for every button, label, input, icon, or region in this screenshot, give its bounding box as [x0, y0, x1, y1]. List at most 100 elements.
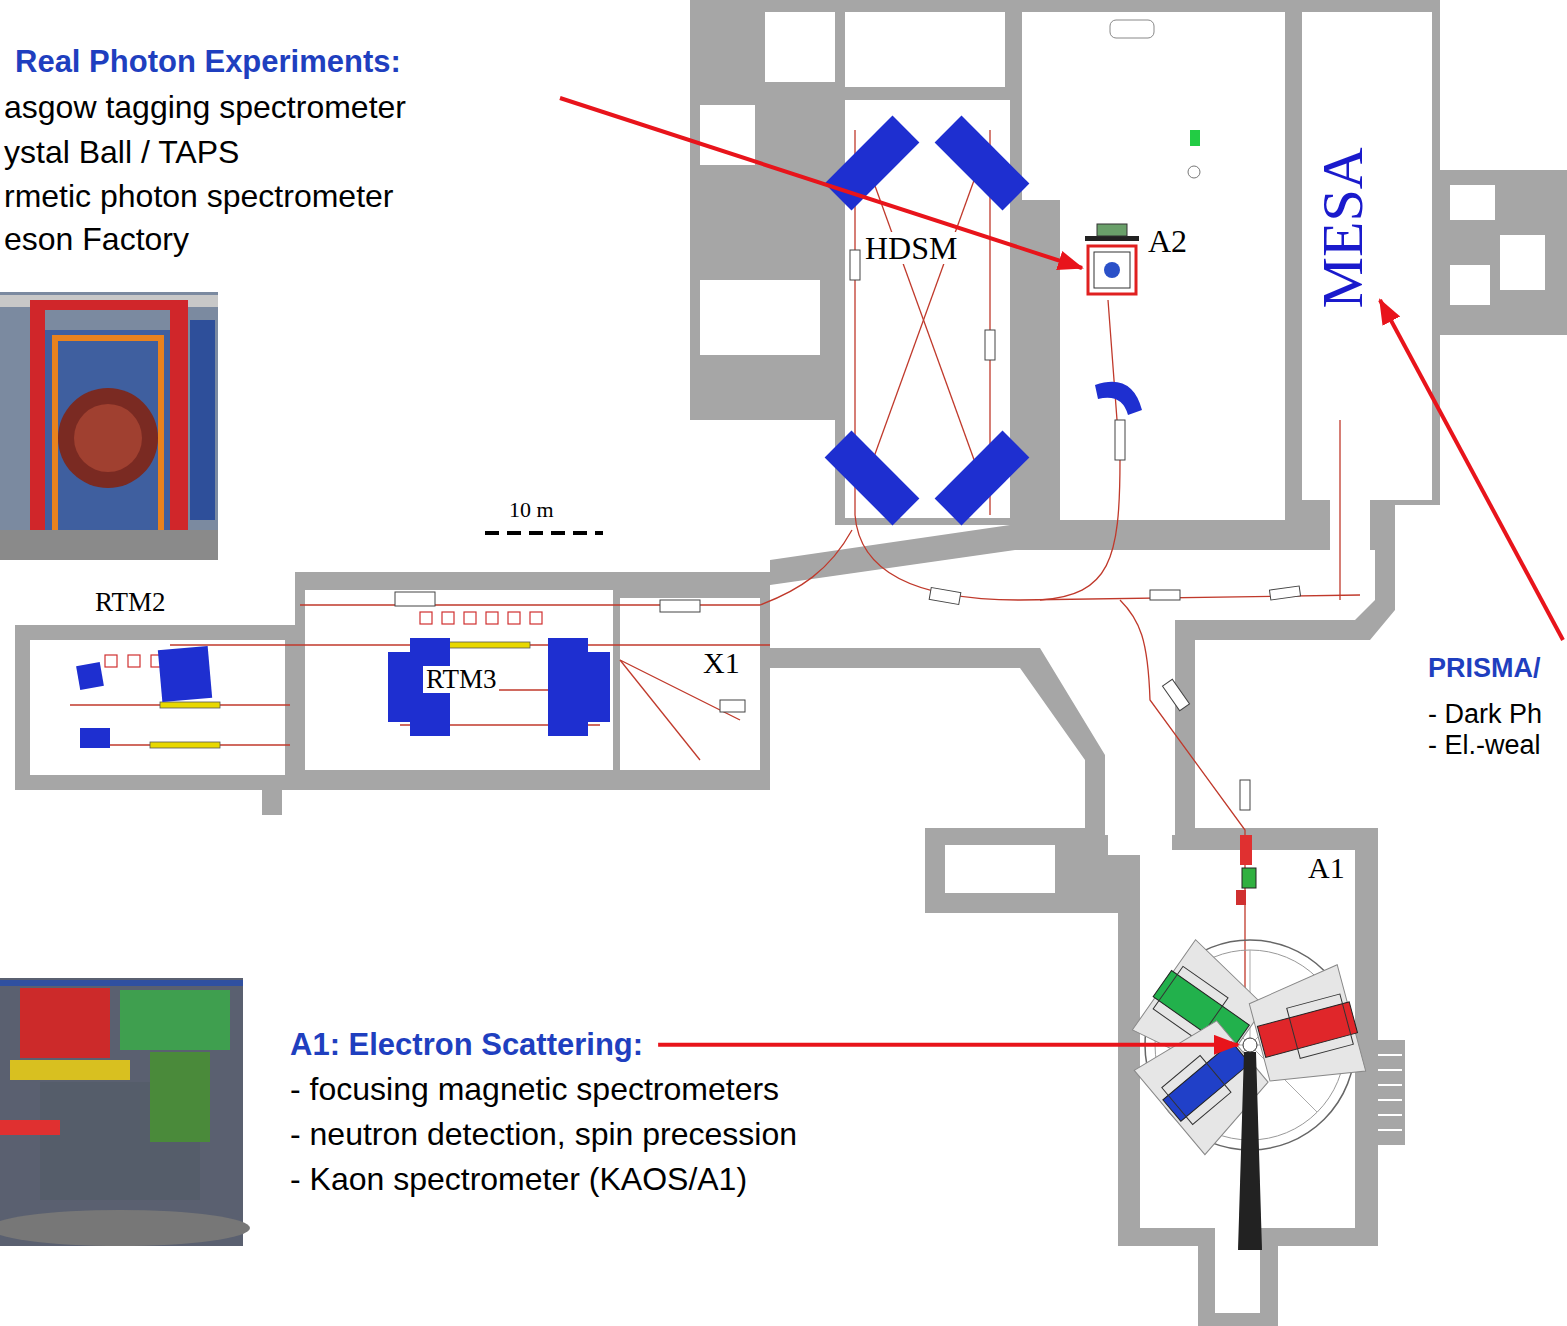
plan-shape	[120, 990, 230, 1050]
hall-label: MESA	[1314, 147, 1372, 308]
list-item: ystal Ball / TAPS	[4, 134, 239, 171]
plan-shape	[485, 531, 603, 535]
inner-wall	[1022, 200, 1060, 520]
section-heading: A1: Electron Scattering:	[290, 1027, 643, 1063]
plan-shape	[262, 790, 282, 815]
plan-shape	[1085, 236, 1139, 241]
plan-shape	[420, 612, 432, 624]
plan-shape	[1108, 815, 1172, 855]
plan-shape	[1240, 780, 1250, 810]
plan-shape	[1150, 590, 1180, 600]
plan-shape	[935, 431, 1030, 526]
plan-shape	[925, 828, 1125, 913]
plan-shape	[0, 1210, 250, 1246]
plan-shape	[1257, 1002, 1357, 1057]
plan-shape	[0, 1120, 60, 1135]
plan-shape	[74, 404, 142, 472]
plan-shape	[1104, 262, 1120, 278]
plan-shape	[720, 700, 745, 712]
callout-arrows	[560, 98, 1563, 1045]
plan-shape	[76, 662, 104, 690]
plan-shape	[1302, 12, 1432, 500]
plan-shape	[1236, 890, 1246, 905]
plan-shape	[1163, 1042, 1250, 1121]
plan-shape	[305, 590, 613, 770]
plan-shape	[150, 742, 220, 748]
plan-shape	[1097, 224, 1127, 236]
hall-label: A2	[1145, 225, 1190, 257]
plan-shape	[300, 530, 852, 605]
plan-shape	[0, 978, 243, 1246]
plan-shape	[1040, 300, 1120, 600]
plan-shape	[1378, 1054, 1402, 1056]
plan-shape	[1094, 252, 1130, 288]
plan-shape	[945, 845, 1055, 893]
plan-shape	[1162, 1056, 1231, 1125]
plan-shape	[10, 1060, 130, 1080]
plan-shape	[30, 300, 45, 550]
linac-sections	[150, 642, 530, 748]
plan-shape	[1245, 964, 1367, 1095]
plan-shape	[20, 988, 110, 1058]
list-item: - neutron detection, spin precession	[290, 1116, 797, 1153]
plan-shape	[486, 612, 498, 624]
plan-shape	[1378, 1099, 1402, 1101]
room-label: X1	[700, 648, 743, 678]
list-item: - Dark Ph	[1428, 699, 1542, 730]
plan-shape	[160, 702, 220, 708]
plan-shape	[45, 330, 170, 540]
plan-shape	[464, 612, 476, 624]
a1-setup	[1131, 835, 1368, 1250]
plan-shape	[1269, 586, 1300, 600]
plan-shape	[80, 728, 110, 748]
plan-shape	[770, 525, 1395, 835]
list-item: asgow tagging spectrometer	[4, 89, 406, 126]
plan-shape	[850, 250, 860, 280]
plan-shape	[700, 280, 820, 355]
plan-shape	[1022, 12, 1285, 520]
section-heading: Real Photon Experiments:	[15, 44, 401, 80]
scale-label: 10 m	[506, 499, 557, 521]
plan-shape	[548, 638, 588, 736]
plan-shape	[1238, 1052, 1262, 1250]
plan-shape	[508, 612, 520, 624]
list-item: eson Factory	[4, 221, 189, 258]
room-label: RTM3	[423, 666, 499, 693]
plan-shape	[658, 1043, 1238, 1047]
room-label: RTM2	[92, 589, 168, 616]
plan-shape	[1378, 1114, 1402, 1116]
plan-shape	[58, 388, 158, 488]
plan-shape	[1240, 835, 1252, 865]
plan-shape	[845, 12, 1005, 87]
plan-shape	[935, 116, 1030, 211]
a2-setup	[1085, 20, 1200, 294]
plan-shape	[1375, 1040, 1405, 1145]
plan-shape	[30, 300, 188, 310]
plan-shape	[388, 652, 410, 722]
plan-shape	[1095, 382, 1142, 415]
plan-shape	[560, 98, 1082, 268]
plan-shape	[1450, 185, 1495, 220]
plan-shape	[150, 1052, 210, 1142]
list-item: - focusing magnetic spectrometers	[290, 1071, 779, 1108]
plan-shape	[1190, 130, 1200, 146]
plan-shape	[0, 292, 218, 560]
plan-shape	[530, 612, 542, 624]
plan-shape	[30, 640, 285, 775]
plan-shape	[442, 612, 454, 624]
plan-shape	[1339, 420, 1340, 600]
plan-shape	[0, 980, 243, 986]
plan-shape	[1088, 246, 1136, 294]
plan-shape	[929, 587, 961, 604]
plan-shape	[985, 330, 995, 360]
plan-shape	[825, 431, 920, 526]
photo-a1	[0, 978, 250, 1246]
plan-shape	[1380, 300, 1563, 640]
beam-lines	[70, 130, 1360, 1030]
list-item: - El.-weal	[1428, 730, 1541, 761]
plan-shape	[170, 300, 188, 550]
hall-label: HDSM	[862, 232, 960, 264]
plan-shape	[690, 0, 1567, 560]
list-item: rmetic photon spectrometer	[4, 178, 394, 215]
